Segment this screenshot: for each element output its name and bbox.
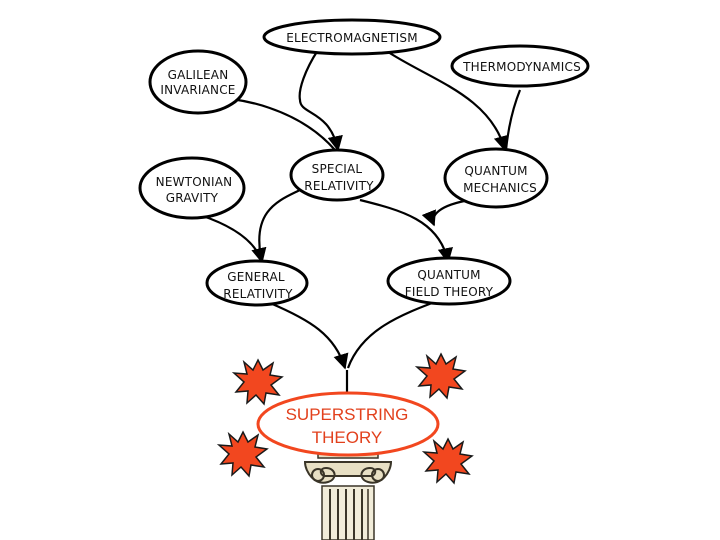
general-relativity-line2: RELATIVITY <box>223 287 293 301</box>
newtonian-gravity-line1: NEWTONIAN <box>156 175 233 189</box>
arrow-gr-to-superstring <box>269 301 349 370</box>
superstring-theory-line2: THEORY <box>312 428 383 447</box>
arrow-qft-to-superstring <box>346 298 441 369</box>
quantum-mechanics-line1: QUANTUM <box>464 164 527 178</box>
quantum-mechanics-line2: MECHANICS <box>463 181 537 195</box>
node-general-relativity: GENERAL RELATIVITY <box>205 259 309 307</box>
explosion-burst-icon <box>216 430 269 478</box>
explosion-burst-icon <box>414 352 467 400</box>
special-relativity-line2: RELATIVITY <box>304 179 374 193</box>
node-newtonian-gravity: NEWTONIAN GRAVITY <box>138 156 246 220</box>
galilean-invariance-line1: GALILEAN <box>168 68 229 82</box>
arrow-sr-to-gr <box>251 189 301 264</box>
node-quantum-field-theory: QUANTUM FIELD THEORY <box>386 256 512 306</box>
connector-arrows <box>199 49 522 392</box>
ionic-column-icon <box>303 449 393 540</box>
galilean-invariance-line2: INVARIANCE <box>160 83 235 97</box>
electromagnetism-label: ELECTROMAGNETISM <box>286 31 418 45</box>
arrow-newton-to-gr <box>199 213 264 263</box>
arrow-sr-to-qft <box>359 198 453 264</box>
quantum-field-theory-line1: QUANTUM <box>417 268 480 282</box>
node-quantum-mechanics: QUANTUM MECHANICS <box>443 147 549 209</box>
explosion-burst-icon <box>421 437 474 485</box>
newtonian-gravity-line2: GRAVITY <box>166 191 219 205</box>
node-superstring-theory: SUPERSTRING THEORY <box>256 391 440 457</box>
arrow-em-to-sr <box>298 49 343 152</box>
arrow-qm-to-qft <box>421 198 471 227</box>
general-relativity-line1: GENERAL <box>227 270 285 284</box>
node-thermodynamics: THERMODYNAMICS <box>450 44 590 88</box>
arrow-em-to-qm <box>384 49 509 152</box>
node-special-relativity: SPECIAL RELATIVITY <box>289 148 385 202</box>
thermodynamics-label: THERMODYNAMICS <box>462 60 581 74</box>
node-galilean-invariance: GALILEAN INVARIANCE <box>148 49 248 115</box>
quantum-field-theory-line2: FIELD THEORY <box>405 285 494 299</box>
special-relativity-line1: SPECIAL <box>312 162 363 176</box>
explosion-burst-icon <box>231 358 284 406</box>
node-electromagnetism: ELECTROMAGNETISM <box>262 18 442 56</box>
superstring-theory-line1: SUPERSTRING <box>286 405 409 424</box>
arrow-thermo-to-qm <box>504 89 522 151</box>
